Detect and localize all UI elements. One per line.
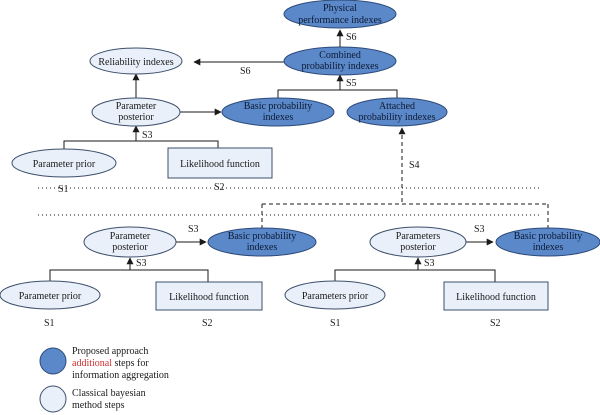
node-label-line1: Basic probability: [514, 231, 583, 242]
legend-highlight-word: additional: [72, 358, 112, 369]
connectors-bottom-left: [49, 238, 209, 282]
step-label-s4: S4: [409, 160, 420, 171]
node-reliability-indexes: Reliability indexes: [89, 47, 183, 75]
node-basic-probability-left: Basic probability indexes: [207, 227, 317, 257]
node-basic-probability-top: Basic probability indexes: [221, 97, 335, 127]
step-label-s2-left: S2: [202, 318, 213, 329]
step-labels: S6 S6 S5 S3 S4 S1 S2 S3 S3 S3 S3 S1 S2 S…: [44, 32, 501, 329]
node-parameter-prior-left: Parameter prior: [0, 280, 101, 310]
node-label: Likelihood function: [456, 292, 536, 303]
step-label-s3-top: S3: [142, 130, 153, 141]
node-label-line2: indexes: [263, 112, 294, 123]
node-label-line2: posterior: [400, 242, 436, 253]
step-label-s3-right-vertical: S3: [424, 258, 435, 269]
legend-item-classical: Classical bayesian method steps: [39, 385, 146, 413]
node-parameter-posterior-top: Parameter posterior: [91, 97, 181, 127]
step-label-s1-left: S1: [44, 318, 55, 329]
connectors-dashed: [261, 127, 549, 228]
legend-classical-line2: method steps: [72, 400, 125, 411]
node-label-line2: probability indexes: [302, 61, 379, 72]
legend-swatch-proposed: [39, 347, 67, 375]
node-combined-probability: Combined probability indexes: [283, 46, 397, 76]
step-label-s2-top: S2: [214, 182, 225, 193]
node-label-line1: Parameter: [110, 231, 151, 242]
legend-swatch-classical: [39, 385, 67, 413]
legend-proposed-line2-rest: steps for: [112, 358, 149, 369]
node-label-line2: posterior: [118, 112, 154, 123]
node-label-line1: Parameter: [116, 101, 157, 112]
legend: Proposed approach additional steps for i…: [39, 346, 169, 413]
node-basic-probability-right: Basic probability indexes: [495, 227, 600, 257]
step-label-s6-horizontal: S6: [240, 66, 251, 77]
step-label-s6-vertical: S6: [346, 32, 357, 43]
connectors-top: [63, 29, 398, 150]
node-parameter-posterior-left: Parameter posterior: [83, 226, 177, 258]
step-label-s2-right: S2: [490, 318, 501, 329]
node-physical-performance: Physical performance indexes: [283, 0, 397, 29]
node-label-line2: probability indexes: [359, 112, 436, 123]
node-label-line1: Parameters: [396, 231, 441, 242]
node-label-line2: indexes: [533, 242, 564, 253]
legend-classical-line1: Classical bayesian: [72, 388, 146, 399]
legend-proposed-line1: Proposed approach: [72, 346, 148, 357]
connectors-bottom-right: [334, 238, 496, 282]
step-label-s1-right: S1: [330, 318, 341, 329]
node-likelihood-function-right: Likelihood function: [443, 281, 549, 311]
node-label-line1: Combined: [319, 50, 361, 61]
node-label-line2: posterior: [112, 242, 148, 253]
node-likelihood-function-top: Likelihood function: [167, 147, 273, 179]
node-label: Likelihood function: [180, 159, 260, 170]
legend-proposed-line3: information aggregation: [72, 370, 169, 381]
step-label-s3-left-horizontal: S3: [188, 224, 199, 235]
node-label-line1: Basic probability: [244, 101, 313, 112]
step-label-s3-left-vertical: S3: [136, 258, 147, 269]
node-label: Reliability indexes: [98, 57, 173, 68]
node-label-line1: Physical: [323, 3, 357, 14]
step-label-s1-top: S1: [58, 184, 69, 195]
node-label: Parameter prior: [33, 159, 96, 170]
node-label-line2: indexes: [247, 242, 278, 253]
legend-item-proposed: Proposed approach additional steps for i…: [39, 346, 169, 381]
node-likelihood-function-left: Likelihood function: [155, 281, 263, 311]
step-label-s3-right-horizontal: S3: [474, 224, 485, 235]
node-parameters-posterior-right: Parameters posterior: [369, 226, 467, 258]
node-attached-probability: Attached probability indexes: [346, 97, 448, 127]
node-label-line1: Basic probability: [228, 231, 297, 242]
step-label-s5: S5: [346, 78, 357, 89]
node-label: Likelihood function: [169, 292, 249, 303]
node-label: Parameters prior: [302, 291, 369, 302]
node-parameter-prior-top: Parameter prior: [11, 148, 117, 178]
node-label-line2: performance indexes: [298, 15, 382, 26]
legend-proposed-line2: additional steps for: [72, 358, 149, 369]
node-parameters-prior-right: Parameters prior: [284, 280, 386, 310]
node-label: Parameter prior: [19, 291, 82, 302]
node-label-line1: Attached: [379, 101, 415, 112]
